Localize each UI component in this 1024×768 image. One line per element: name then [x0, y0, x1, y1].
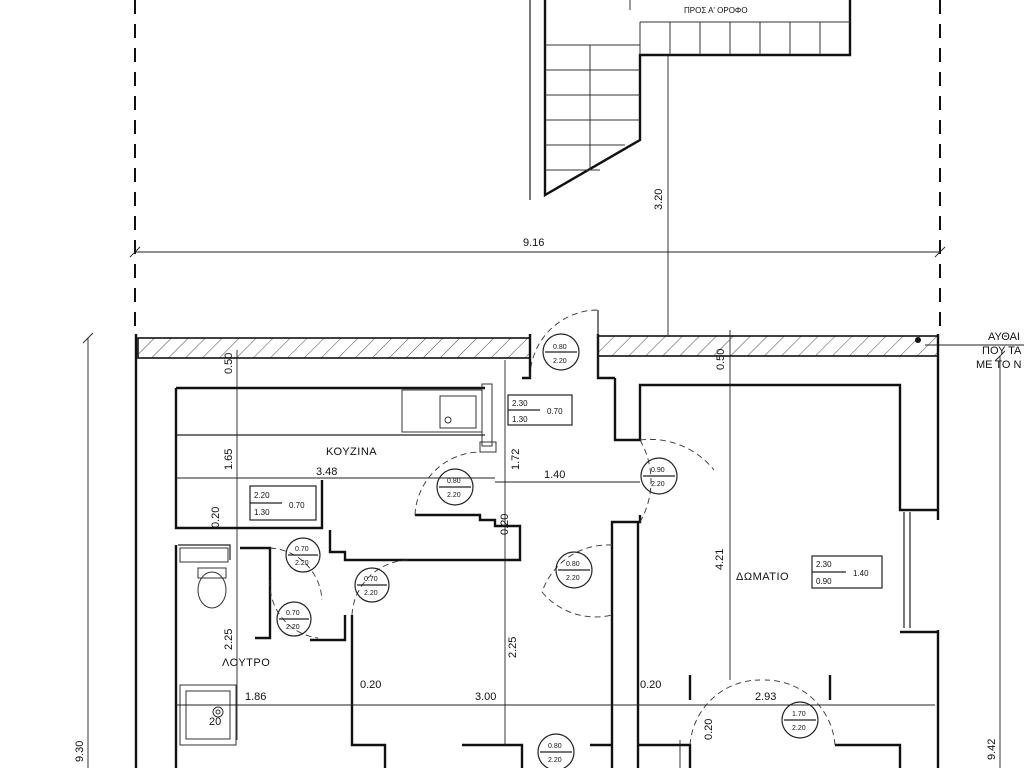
property-boundary: [134, 0, 941, 330]
svg-text:1.30: 1.30: [512, 415, 528, 424]
svg-text:9.42: 9.42: [986, 739, 998, 760]
svg-text:4.21: 4.21: [714, 549, 726, 570]
svg-text:0.90: 0.90: [816, 577, 832, 586]
svg-text:1.30: 1.30: [254, 508, 270, 517]
note-line-1: ΑΥΘΑΙ: [988, 331, 1020, 343]
bedroom-area: ΔΩΜΑΤΙΟ 2.30 0.90 1.40: [736, 555, 883, 589]
svg-text:2.20: 2.20: [295, 560, 309, 567]
doors: 0.80 2.20 0.80 2.20 0.90 2.20 0.70 2.20 …: [269, 309, 836, 768]
svg-text:2.20: 2.20: [254, 491, 270, 500]
svg-text:1.65: 1.65: [223, 449, 235, 470]
svg-text:2.20: 2.20: [566, 575, 580, 582]
svg-text:1.86: 1.86: [245, 691, 266, 703]
svg-text:1.40: 1.40: [544, 469, 565, 481]
bathroom-fixtures: ΛΟΥΤΡΟ: [179, 547, 270, 746]
svg-text:9.16: 9.16: [523, 237, 544, 249]
svg-text:3.48: 3.48: [316, 466, 337, 478]
svg-text:3.00: 3.00: [475, 691, 496, 703]
outer-height-dimensions: 9.30 9.42: [74, 332, 1006, 768]
svg-text:20: 20: [209, 716, 221, 728]
svg-text:0.70: 0.70: [364, 576, 378, 583]
svg-text:2.25: 2.25: [223, 629, 235, 650]
svg-text:0.80: 0.80: [566, 561, 580, 568]
note-line-2: ΠΟΥ ΤΑ: [982, 345, 1022, 357]
room-label-kitchen: ΚΟΥΖΙΝΑ: [326, 446, 377, 458]
interior-walls: [174, 378, 902, 768]
svg-text:2.20: 2.20: [553, 358, 567, 365]
svg-text:2.20: 2.20: [447, 492, 461, 499]
svg-text:0.70: 0.70: [289, 501, 305, 510]
svg-text:1.40: 1.40: [853, 569, 869, 578]
room-label-bedroom: ΔΩΜΑΤΙΟ: [736, 571, 789, 583]
kitchen-window-tag: 2.30 1.30 0.70: [507, 394, 573, 426]
svg-text:2.20: 2.20: [792, 725, 806, 732]
lower-window-tag: 2.20 1.30 0.70: [249, 485, 317, 521]
svg-text:1.72: 1.72: [510, 449, 522, 470]
top-wall: [137, 335, 1024, 359]
svg-text:2.25: 2.25: [507, 637, 519, 658]
svg-text:0.50: 0.50: [715, 349, 727, 370]
svg-text:0.20: 0.20: [499, 514, 511, 535]
dimension-total-width: 9.16: [129, 237, 946, 258]
note-line-3: ΜΕ ΤΟ Ν: [976, 359, 1021, 371]
svg-text:0.20: 0.20: [640, 679, 661, 691]
room-label-bathroom: ΛΟΥΤΡΟ: [222, 657, 270, 669]
interior-dimensions: 0.50 0.50 1.65 3.48 1.72 1.40 4.21 0.20 …: [176, 330, 935, 768]
svg-text:0.90: 0.90: [651, 467, 665, 474]
svg-text:0.50: 0.50: [223, 353, 235, 374]
dimension-courtyard-depth: 3.20: [653, 55, 669, 335]
svg-text:0.20: 0.20: [210, 507, 222, 528]
svg-text:2.30: 2.30: [816, 560, 832, 569]
staircase: ΠΡΟΣ Α' ΟΡΟΦΟ: [529, 0, 852, 200]
svg-text:0.80: 0.80: [553, 344, 567, 351]
svg-text:2.93: 2.93: [755, 691, 776, 703]
svg-text:2.30: 2.30: [512, 399, 528, 408]
svg-text:2.20: 2.20: [364, 590, 378, 597]
svg-text:0.20: 0.20: [703, 719, 715, 740]
annotation-note: ΑΥΘΑΙ ΠΟΥ ΤΑ ΜΕ ΤΟ Ν: [976, 331, 1022, 371]
stairs-label: ΠΡΟΣ Α' ΟΡΟΦΟ: [684, 6, 748, 15]
svg-text:0.70: 0.70: [547, 407, 563, 416]
svg-text:2.20: 2.20: [548, 757, 562, 764]
svg-text:2.20: 2.20: [651, 481, 665, 488]
svg-text:0.20: 0.20: [360, 679, 381, 691]
kitchen-area: ΚΟΥΖΙΝΑ: [174, 383, 497, 530]
svg-text:3.20: 3.20: [653, 189, 665, 210]
svg-text:0.80: 0.80: [548, 743, 562, 750]
svg-text:1.70: 1.70: [792, 711, 806, 718]
svg-text:0.70: 0.70: [286, 610, 300, 617]
svg-text:2.20: 2.20: [286, 624, 300, 631]
svg-text:9.30: 9.30: [74, 741, 86, 762]
svg-text:0.80: 0.80: [447, 478, 461, 485]
svg-text:0.70: 0.70: [295, 546, 309, 553]
